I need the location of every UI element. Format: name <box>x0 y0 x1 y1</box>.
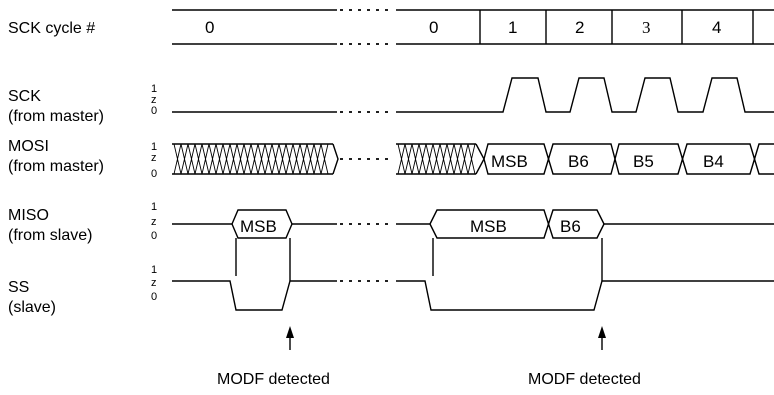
timing-guide-lines <box>235 238 603 281</box>
miso-label: MISO <box>8 207 49 224</box>
modf-detected-annotation: MODF detected <box>528 371 641 388</box>
miso-waveform: MSB MSB B6 <box>172 209 774 239</box>
ss-right-pulse <box>396 280 774 311</box>
modf-arrow-right <box>598 326 606 350</box>
miso-left-byte-top <box>231 209 293 225</box>
cycle-number: 1 <box>508 18 517 37</box>
sck-cycle-label: SCK cycle # <box>8 20 95 37</box>
miso-byte-label: B6 <box>560 217 581 236</box>
miso-right-bytes-bottom <box>429 209 605 239</box>
cycle-number: 2 <box>575 18 584 37</box>
ss-left-pulse <box>172 280 337 311</box>
mosi-label: MOSI <box>8 138 49 155</box>
mosi-undefined-right <box>396 143 476 175</box>
ss-level-high: 1 <box>151 264 157 276</box>
mosi-byte-label: B5 <box>633 152 654 171</box>
modf-detected-annotation: MODF detected <box>217 371 330 388</box>
ss-waveform <box>172 280 774 311</box>
mosi-byte-label: MSB <box>491 152 528 171</box>
mosi-source-label: (from master) <box>8 158 104 175</box>
modf-arrow-left <box>286 326 294 350</box>
arrow-up-icon <box>598 326 606 338</box>
mosi-level-low: 0 <box>151 168 157 180</box>
mosi-undefined-left <box>172 143 339 175</box>
miso-level-mid: z <box>151 216 157 228</box>
mosi-level-mid: z <box>151 152 157 164</box>
cycle-number: 0 <box>429 18 438 37</box>
mosi-bus-lower <box>483 143 774 175</box>
ss-level-markers: 1 z 0 <box>151 264 157 303</box>
cycle-number: 4 <box>712 18 721 37</box>
miso-level-low: 0 <box>151 230 157 242</box>
miso-level-high: 1 <box>151 201 157 213</box>
mosi-bus-upper <box>483 143 774 175</box>
ss-level-low: 0 <box>151 291 157 303</box>
sck-cycle-row: 0 0 1 2 3 4 <box>172 9 774 45</box>
sck-level-high: 1 <box>151 83 157 95</box>
mosi-waveform: MSB B6 B5 B4 <box>172 143 774 175</box>
sck-source-label: (from master) <box>8 108 104 125</box>
sck-clock-pulses <box>396 77 774 113</box>
cycle-number: 0 <box>205 18 214 37</box>
ss-label: SS <box>8 279 29 296</box>
sck-level-low: 0 <box>151 105 157 117</box>
miso-left-byte-bottom <box>231 223 293 239</box>
sck-label: SCK <box>8 88 41 105</box>
mosi-byte-label: B6 <box>568 152 589 171</box>
miso-byte-label: MSB <box>470 217 507 236</box>
ss-level-mid: z <box>151 277 157 289</box>
miso-byte-label: MSB <box>240 217 277 236</box>
miso-source-label: (from slave) <box>8 227 92 244</box>
sck-waveform <box>172 77 774 113</box>
ss-source-label: (slave) <box>8 299 56 316</box>
miso-level-markers: 1 z 0 <box>151 201 157 242</box>
mosi-hatch-left <box>173 143 329 175</box>
mosi-hatch-right <box>397 143 476 175</box>
mosi-level-markers: 1 z 0 <box>151 141 157 180</box>
sck-level-markers: 1 z 0 <box>151 83 157 117</box>
cycle-number: 3 <box>642 18 651 37</box>
mosi-level-high: 1 <box>151 141 157 153</box>
mosi-byte-label: B4 <box>703 152 724 171</box>
arrow-up-icon <box>286 326 294 338</box>
sck-level-mid: z <box>151 94 157 106</box>
